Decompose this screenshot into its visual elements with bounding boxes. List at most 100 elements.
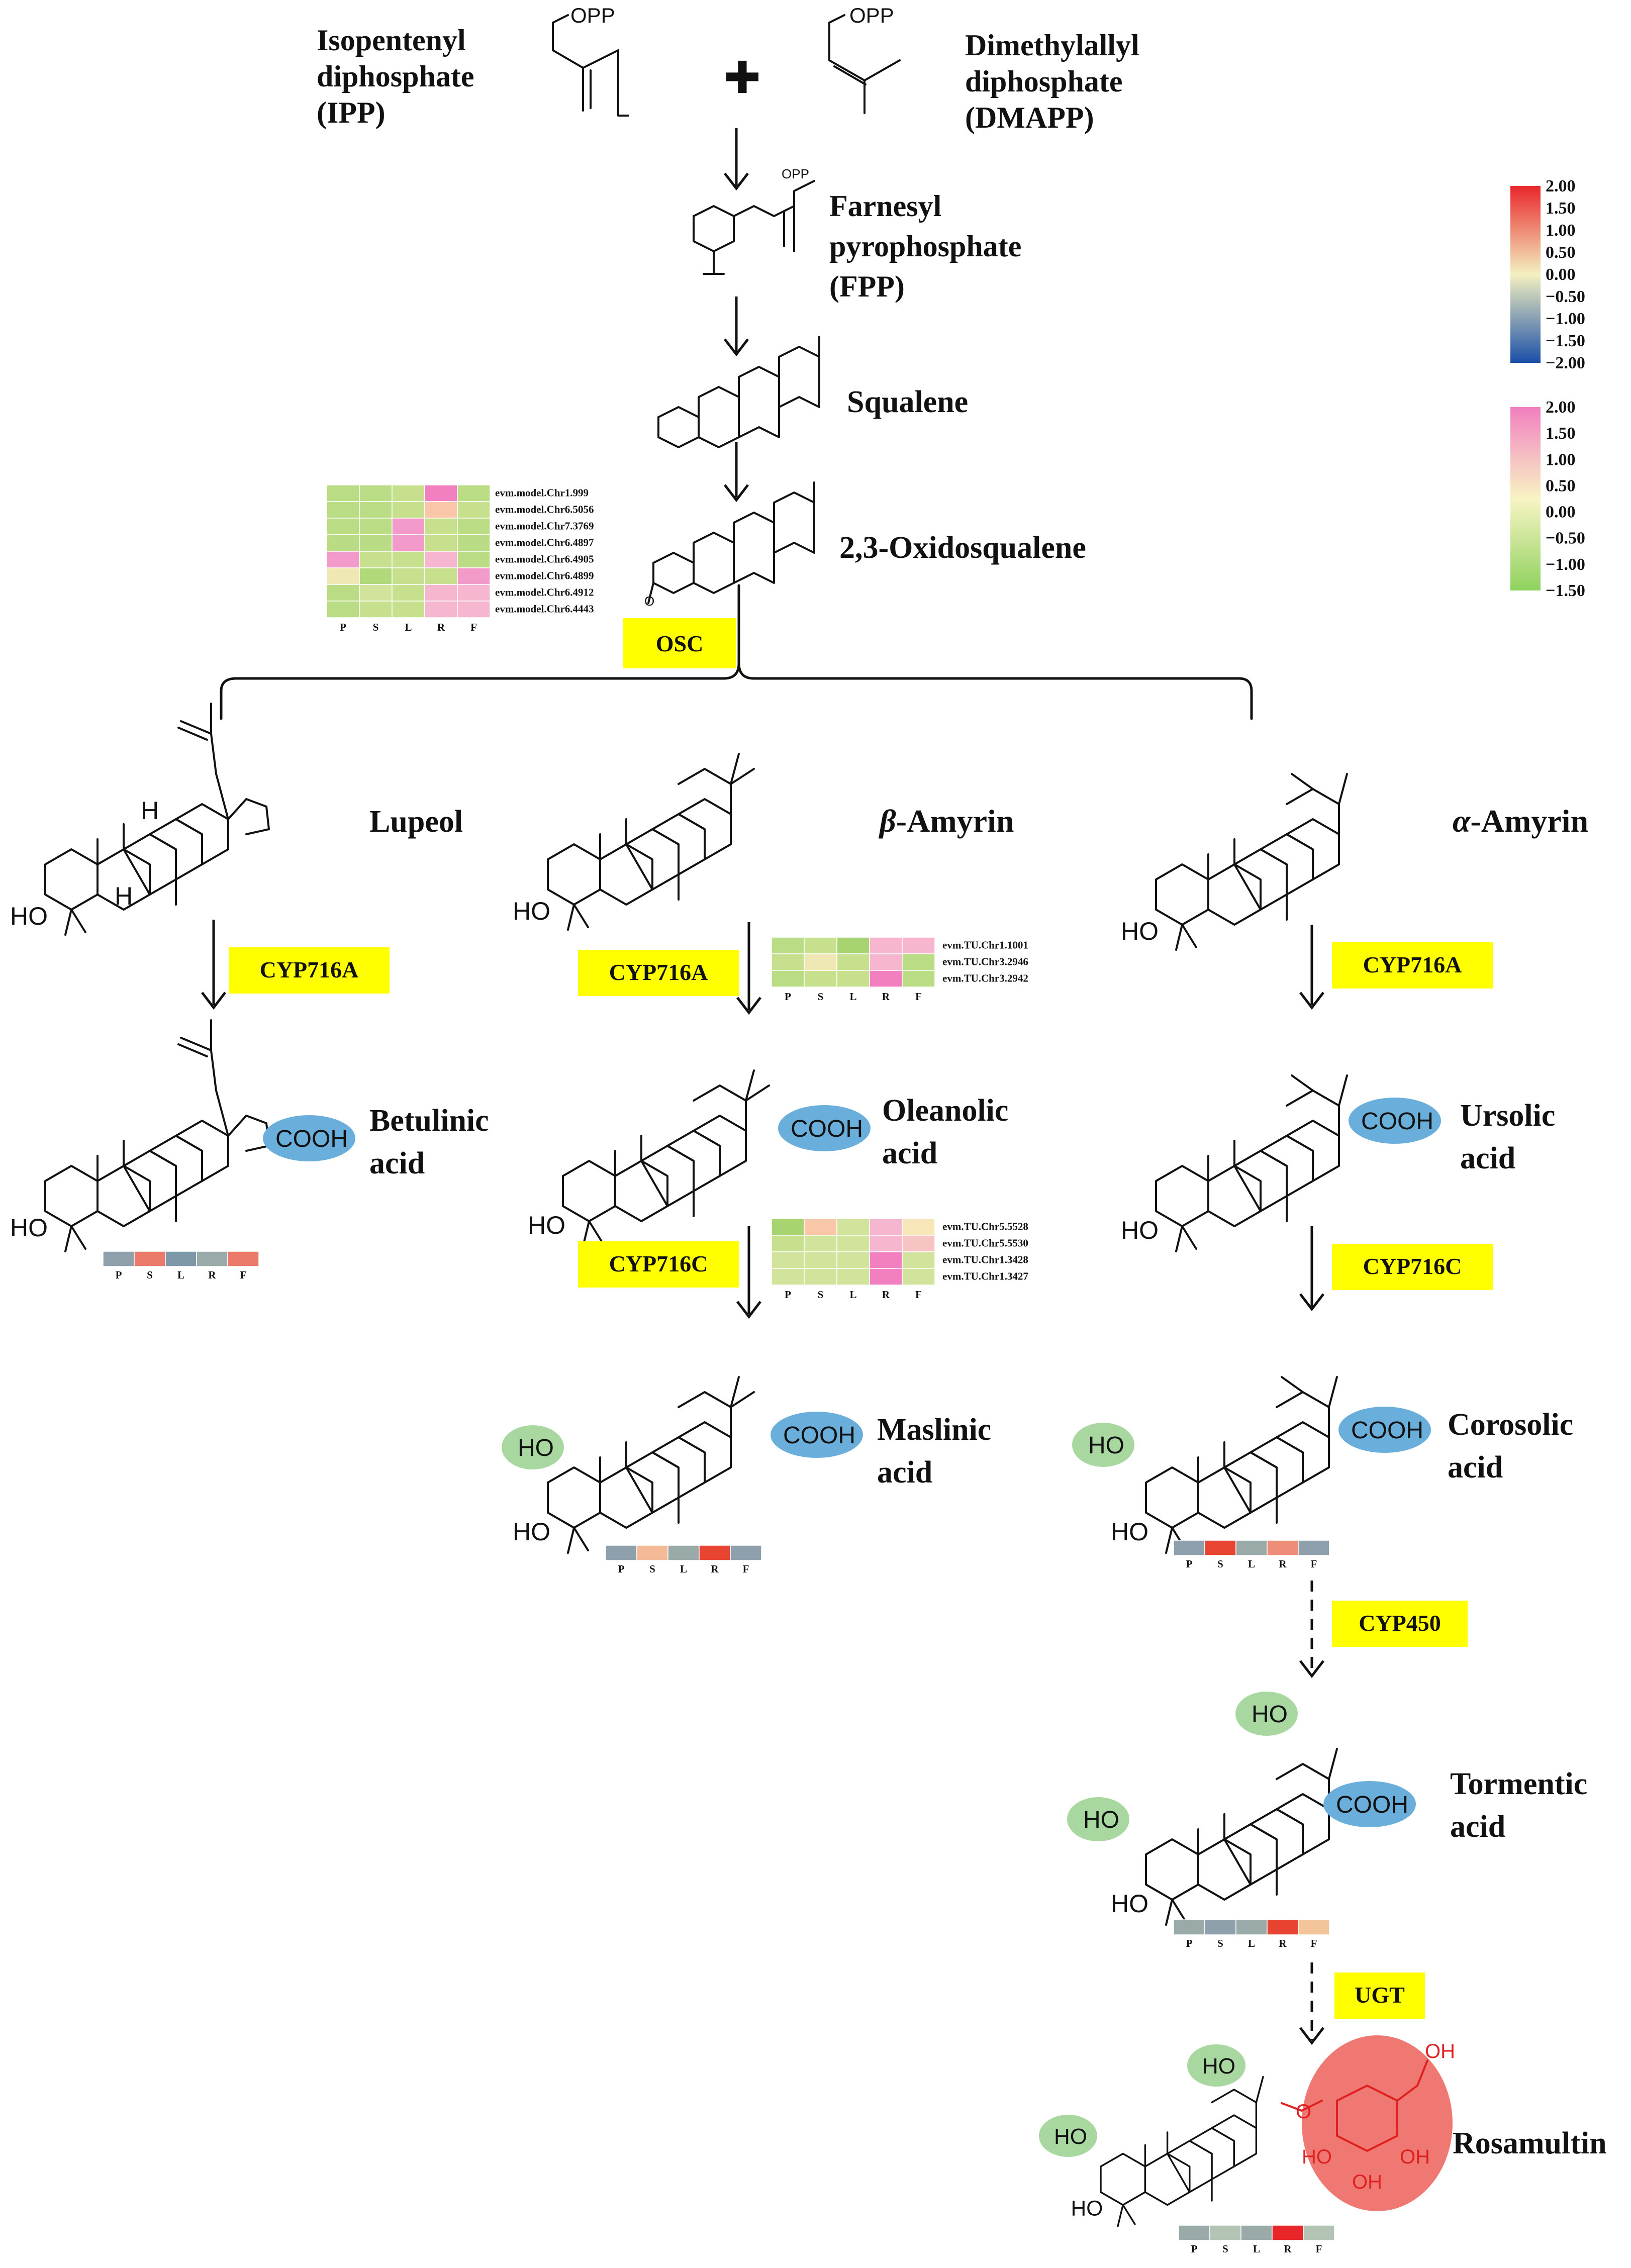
strip-cell — [196, 1251, 228, 1267]
tormentic-label-line2: acid — [1450, 1810, 1505, 1844]
osc-enzyme-label: OSC — [656, 631, 704, 656]
lupeol-ho-label: HO — [10, 902, 48, 930]
heatmap-gene-label: evm.TU.Chr5.5530 — [942, 1237, 1028, 1249]
strip-tissue-label: L — [177, 1269, 184, 1281]
heatmap-tissue-label: L — [849, 1289, 856, 1301]
arrow-squalene-to-oxidosqualene — [724, 442, 749, 503]
strip-cell — [1178, 2225, 1210, 2241]
heatmap-cell — [804, 1251, 837, 1269]
corosolic-ho-label-3: HO — [1111, 1518, 1148, 1546]
betulinic-label-line2: acid — [369, 1146, 425, 1180]
rosamultin-ho-label-2: HO — [1054, 2124, 1087, 2149]
heatmap-cell — [902, 1251, 935, 1269]
strip-cell — [1267, 1919, 1299, 1935]
cyp716c-enzyme-box-alpha — [1332, 1244, 1493, 1290]
lupeol-label: Lupeol — [369, 805, 463, 839]
heatmap-cell — [424, 518, 458, 535]
heatmap-tissue-label: S — [818, 1289, 824, 1301]
heatmap-cell — [836, 937, 870, 954]
heatmap-cell — [326, 518, 360, 535]
strip-cell — [1298, 1919, 1330, 1935]
heatmap-cell — [359, 501, 393, 519]
colorbar-tick-label: 1.50 — [1546, 199, 1576, 218]
maslinic-ho-label-2: HO — [518, 1435, 554, 1461]
osc-enzyme-box — [623, 618, 736, 668]
strip-cell — [103, 1251, 135, 1267]
colorbar-gradient — [1510, 407, 1541, 590]
heatmap-cell — [804, 953, 837, 971]
heatmap-tissue-label: R — [437, 621, 445, 633]
heatmap-cell — [902, 1218, 935, 1236]
arrow-ipp-to-fpp — [724, 128, 749, 191]
strip-cell — [636, 1545, 668, 1561]
oleanolic-label-line2: acid — [882, 1136, 937, 1170]
cyp716a-enzyme-label-lupeol: CYP716A — [260, 957, 359, 982]
arrow-tormentic-to-rosamultin — [1299, 1962, 1324, 2045]
tormentic-ho-highlight-19 — [1235, 1692, 1298, 1736]
heatmap-cell — [804, 1218, 837, 1236]
tormentic-ho-highlight-2 — [1067, 1797, 1129, 1841]
strip-cell — [1272, 2225, 1304, 2241]
rosamultin-ester-o-label: O — [1296, 2101, 1311, 2123]
heatmap-cell — [869, 1251, 903, 1269]
fpp-label-line2: pyrophosphate — [829, 230, 1021, 263]
strip-tissue-label: F — [1311, 1937, 1317, 1949]
heatmap-cell — [424, 584, 458, 602]
colorbar-tick-label: 0.00 — [1546, 503, 1576, 522]
heatmap-tissue-label: S — [818, 991, 824, 1003]
strip-tissue-label: R — [1284, 2243, 1292, 2255]
corosolic-acid-structure: HO — [1111, 1376, 1338, 1554]
corosolic-label-line1: Corosolic — [1448, 1408, 1573, 1442]
arrow-corosolic-to-tormentic — [1299, 1581, 1324, 1679]
heatmap-cell — [326, 584, 360, 602]
strip-tissue-label: F — [743, 1563, 749, 1575]
strip-tissue-label: F — [1316, 2243, 1322, 2255]
colorbar-tick-label: 2.00 — [1546, 177, 1576, 195]
strip-cell — [1173, 1919, 1205, 1935]
heatmap-cell — [836, 970, 870, 988]
colorbar-tick-label: 0.50 — [1546, 476, 1576, 495]
maslinic-cooh-label: COOH — [783, 1422, 855, 1449]
heatmap-cell — [326, 601, 360, 618]
colorbar-tick-label: 1.00 — [1546, 221, 1576, 240]
ursolic-label-line2: acid — [1460, 1141, 1515, 1175]
heatmap-gene-label: evm.TU.Chr1.3428 — [942, 1253, 1028, 1265]
betulinic-cooh-label: COOH — [275, 1126, 348, 1152]
heatmap-cell — [804, 970, 837, 988]
lupeol-h-label-2: H — [141, 797, 159, 825]
heatmap-cell — [804, 1268, 837, 1286]
dmapp-structure: OPP — [828, 4, 901, 114]
heatmap-cell — [359, 518, 393, 535]
alpha-symbol: α — [1453, 803, 1471, 839]
cyp716a-enzyme-label-beta: CYP716A — [609, 959, 708, 985]
heatmap-cell — [326, 551, 360, 568]
colorbar-gradient — [1510, 186, 1541, 363]
heatmap-tissue-label: P — [785, 991, 791, 1003]
heatmap-tissue-label: F — [915, 991, 922, 1003]
heatmap-tissue-label: R — [882, 1289, 890, 1301]
strip-tissue-label: S — [1217, 1937, 1223, 1949]
heatmap-gene-label: evm.model.Chr6.4897 — [495, 536, 594, 548]
heatmap-cell — [836, 1251, 870, 1269]
tormentic-acid-structure: HO — [1111, 1748, 1338, 1926]
heatmap-cell — [771, 953, 805, 971]
fpp-structure: OPP — [693, 166, 815, 275]
corosolic-cooh-highlight — [1338, 1407, 1431, 1453]
arrow-beta-amyrin-to-oleanolic — [736, 922, 761, 1015]
ursolic-acid-structure: HO — [1121, 1074, 1348, 1252]
heatmap-cell — [869, 1218, 903, 1236]
heatmap-gene-label: evm.model.Chr6.5056 — [495, 503, 594, 515]
strip-tissue-label: P — [1186, 1937, 1193, 1949]
tormentic-ho-label-2: HO — [1083, 1807, 1119, 1833]
heatmap-cell — [457, 534, 491, 552]
strip-tissue-label: P — [1191, 2243, 1198, 2255]
arrow-fpp-to-squalene — [724, 297, 749, 357]
beta-amyrin-structure: HO — [513, 753, 755, 931]
strip-cell — [227, 1251, 259, 1267]
heatmap-tissue-label: L — [405, 621, 412, 633]
heatmap-cell — [326, 484, 360, 502]
oleanolic-cooh-label: COOH — [791, 1116, 863, 1142]
